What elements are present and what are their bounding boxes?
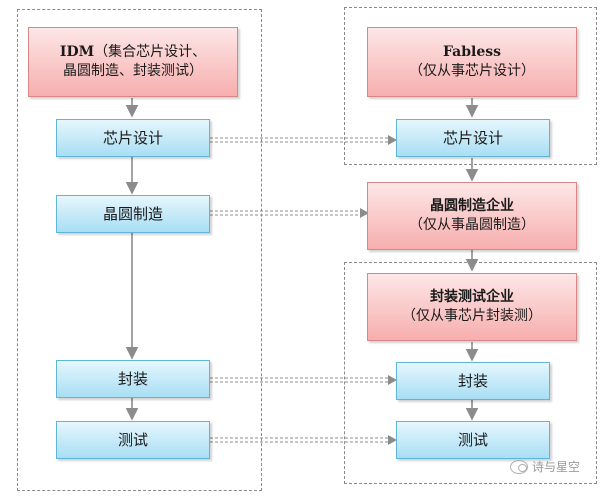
idm-box: IDM（集合芯片设计、 晶圆制造、封装测试） [28, 27, 238, 97]
osat-box: 封装测试企业 （仅从事芯片封装测） [367, 273, 577, 341]
right-packaging-label: 封装 [457, 371, 488, 390]
arrowhead-testing [388, 435, 397, 445]
right-testing-box: 测试 [396, 421, 550, 459]
left-chip-design-box: 芯片设计 [56, 119, 210, 157]
watermark-text: 诗与星空 [532, 460, 581, 474]
left-packaging-box: 封装 [56, 360, 210, 398]
foundry-desc: （仅从事晶圆制造） [409, 217, 535, 233]
arrowhead-wafer [360, 208, 369, 218]
left-testing-box: 测试 [56, 421, 210, 459]
foundry-box: 晶圆制造企业 （仅从事晶圆制造） [367, 182, 577, 250]
idm-title: IDM [59, 44, 95, 61]
left-chip-design-label: 芯片设计 [102, 128, 163, 147]
watermark: 诗与星空 [510, 458, 580, 475]
idm-line-1: IDM（集合芯片设计、 [60, 43, 206, 62]
arrowhead-packaging [388, 375, 397, 385]
osat-desc: （仅从事芯片封装测） [402, 308, 542, 324]
fabless-desc: （仅从事芯片设计） [409, 63, 535, 79]
left-wafer-mfg-label: 晶圆制造 [102, 204, 163, 223]
fabless-box: Fabless （仅从事芯片设计） [367, 27, 577, 97]
right-testing-label: 测试 [457, 430, 488, 449]
foundry-title: 晶圆制造企业 [430, 198, 514, 215]
left-packaging-label: 封装 [117, 369, 148, 388]
idm-desc-2: 晶圆制造、封装测试） [63, 63, 203, 79]
osat-title: 封装测试企业 [430, 289, 514, 306]
right-packaging-box: 封装 [396, 362, 550, 400]
left-wafer-mfg-box: 晶圆制造 [56, 195, 210, 233]
right-chip-design-box: 芯片设计 [396, 119, 550, 157]
fabless-frame [344, 7, 597, 165]
right-chip-design-label: 芯片设计 [442, 128, 503, 147]
fabless-title: Fabless [442, 44, 502, 61]
idm-frame [17, 9, 262, 491]
idm-desc-1: （集合芯片设计、 [94, 44, 207, 61]
wechat-icon [510, 459, 528, 474]
left-testing-label: 测试 [117, 430, 148, 449]
arrowhead-chip-design [388, 135, 397, 145]
